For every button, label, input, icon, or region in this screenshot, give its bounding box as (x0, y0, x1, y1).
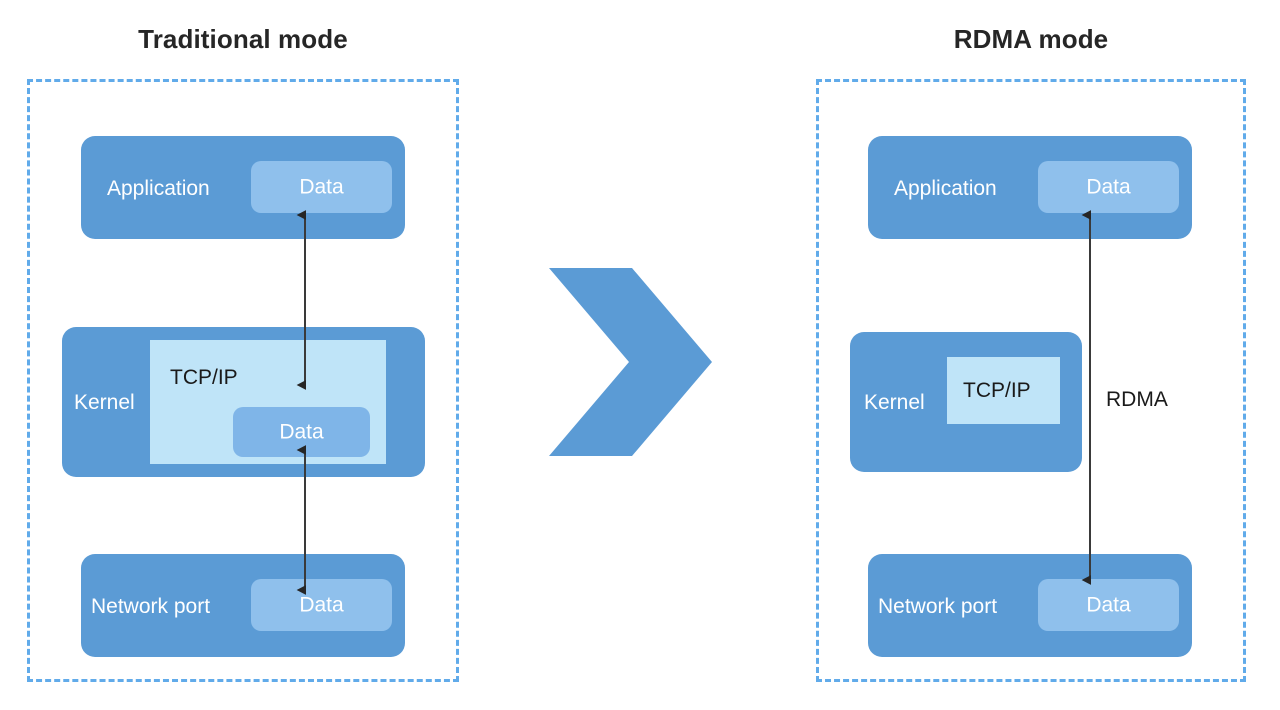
rdma-network-port-label: Network port (878, 595, 998, 618)
rdma-mode-title: RDMA mode (953, 24, 1109, 54)
traditional-network-port-block: Network port Data (81, 554, 405, 657)
traditional-app-kernel-arrow (296, 210, 306, 390)
traditional-application-block: Application Data (81, 136, 405, 239)
rdma-application-data-chip: Data (1038, 161, 1179, 213)
traditional-kernel-network-arrow (296, 445, 306, 595)
traditional-mode-title: Traditional mode (138, 24, 348, 54)
rdma-mode-panel (816, 79, 1246, 682)
traditional-kernel-data-label: Data (279, 420, 324, 444)
rdma-network-port-data-chip: Data (1038, 579, 1179, 631)
traditional-mode-panel (27, 79, 459, 682)
rdma-application-label: Application (894, 177, 997, 200)
traditional-network-port-data-label: Data (299, 593, 344, 617)
traditional-tcpip-label: TCP/IP (170, 366, 238, 389)
chevron-right-icon (549, 268, 712, 456)
rdma-application-data-label: Data (1086, 175, 1131, 199)
rdma-network-port-block: Network port Data (868, 554, 1192, 657)
traditional-tcpip-region: TCP/IP Data (150, 340, 386, 464)
rdma-network-port-data-label: Data (1086, 593, 1131, 617)
rdma-tcpip-label: TCP/IP (963, 379, 1031, 402)
traditional-application-data-label: Data (299, 175, 344, 199)
rdma-kernel-label: Kernel (864, 391, 925, 414)
rdma-tcpip-region: TCP/IP (947, 357, 1060, 424)
traditional-application-data-chip: Data (251, 161, 392, 213)
traditional-network-port-data-chip: Data (251, 579, 392, 631)
traditional-kernel-block: Kernel TCP/IP Data (62, 327, 425, 477)
rdma-application-block: Application Data (868, 136, 1192, 239)
traditional-network-port-label: Network port (91, 595, 211, 618)
rdma-kernel-block: Kernel TCP/IP (850, 332, 1082, 472)
traditional-application-label: Application (107, 177, 210, 200)
rdma-arrow-label: RDMA (1106, 388, 1168, 411)
traditional-kernel-label: Kernel (74, 391, 135, 414)
rdma-bypass-arrow (1081, 210, 1091, 585)
